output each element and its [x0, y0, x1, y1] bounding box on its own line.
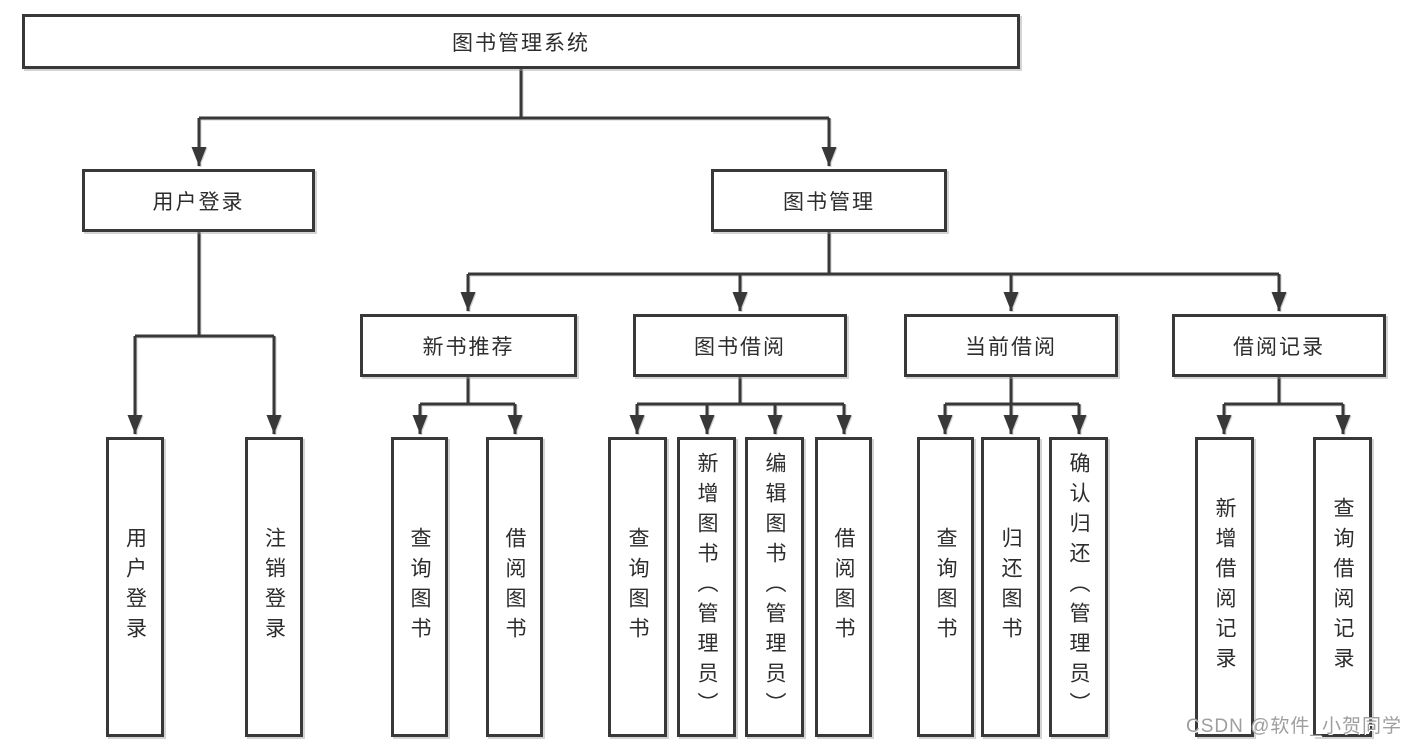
leaf-label: 查询图书 [934, 527, 957, 647]
leaf-label: 确认归还（管理员） [1067, 452, 1090, 722]
node-label: 图书管理 [783, 190, 875, 214]
node-user-login: 用户登录 [82, 169, 315, 232]
leaf-user-login: 用户登录 [106, 437, 164, 737]
leaf-label: 新增借阅记录 [1213, 497, 1236, 677]
connector-current-branch [937, 377, 1087, 434]
connector-user-login-branch [127, 232, 282, 434]
leaf-query-books-3: 查询图书 [917, 437, 974, 737]
leaf-label: 用户登录 [123, 527, 147, 647]
node-book-management: 图书管理 [711, 169, 947, 232]
leaf-label: 借阅图书 [503, 527, 526, 647]
connector-records-branch [1216, 377, 1351, 434]
leaf-add-borrow-record: 新增借阅记录 [1195, 437, 1254, 737]
leaf-query-books-1: 查询图书 [391, 437, 448, 737]
leaf-logout: 注销登录 [245, 437, 303, 737]
node-borrowing-records: 借阅记录 [1172, 314, 1386, 377]
leaf-label: 归还图书 [999, 527, 1022, 647]
leaf-label: 查询借阅记录 [1331, 497, 1354, 677]
leaf-borrow-books-2: 借阅图书 [815, 437, 872, 737]
connector-book-mgmt-branch [460, 232, 1287, 311]
leaf-confirm-return-admin: 确认归还（管理员） [1049, 437, 1108, 737]
csdn-watermark: CSDN @软件_小贺同学 [1186, 716, 1402, 737]
leaf-edit-book-admin: 编辑图书（管理员） [745, 437, 804, 737]
node-label: 新书推荐 [422, 335, 515, 359]
node-current-borrowing: 当前借阅 [904, 314, 1118, 377]
leaf-add-book-admin: 新增图书（管理员） [677, 437, 736, 737]
node-label: 借阅记录 [1233, 335, 1325, 359]
node-library-system: 图书管理系统 [22, 14, 1020, 69]
node-label: 图书借阅 [694, 335, 786, 359]
connector-new-rec-branch [412, 377, 523, 434]
node-label: 图书管理系统 [452, 31, 590, 55]
leaf-query-books-2: 查询图书 [608, 437, 667, 737]
leaf-borrow-books-1: 借阅图书 [486, 437, 543, 737]
node-new-book-recommend: 新书推荐 [360, 314, 577, 377]
node-label: 当前借阅 [965, 335, 1057, 359]
leaf-label: 借阅图书 [832, 527, 855, 647]
leaf-label: 查询图书 [626, 527, 649, 647]
leaf-label: 注销登录 [262, 527, 286, 647]
connector-borrowing-branch [629, 377, 852, 434]
leaf-query-borrow-record: 查询借阅记录 [1313, 437, 1372, 737]
leaf-label: 编辑图书（管理员） [763, 452, 786, 722]
node-label: 用户登录 [152, 190, 245, 214]
leaf-label: 新增图书（管理员） [695, 452, 718, 722]
leaf-label: 查询图书 [408, 527, 431, 647]
node-book-borrowing: 图书借阅 [633, 314, 847, 377]
connector-root-to-level2 [191, 69, 837, 166]
leaf-return-books: 归还图书 [981, 437, 1040, 737]
